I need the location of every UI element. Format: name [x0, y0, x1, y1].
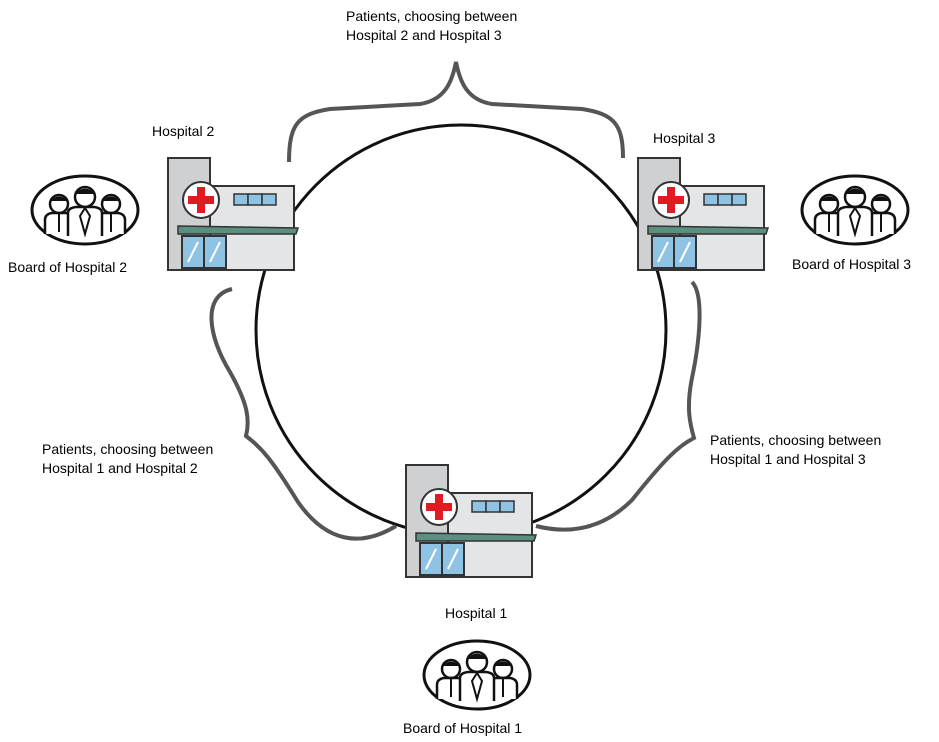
- patients-label-left: Patients, choosing between Hospital 1 an…: [42, 440, 213, 478]
- hospital-3-building-icon: [637, 157, 769, 271]
- board-of-hospital-1-icon: [422, 639, 532, 711]
- patients-brace-right: [535, 280, 702, 532]
- hospital-3-label: Hospital 3: [653, 130, 716, 146]
- board-of-hospital-3-label: Board of Hospital 3: [792, 256, 912, 272]
- board-of-hospital-3-icon: [800, 174, 910, 246]
- market-circle: [254, 123, 668, 537]
- patients-label-left-line2: Hospital 1 and Hospital 2: [42, 460, 198, 476]
- board-of-hospital-1-label: Board of Hospital 1: [403, 720, 523, 736]
- board-of-hospital-2-icon: [30, 174, 140, 246]
- patients-label-top-line1: Patients, choosing between: [346, 8, 518, 24]
- patients-brace-top: [287, 61, 625, 163]
- hospital-2-label: Hospital 2: [152, 123, 215, 139]
- patients-brace-left: [209, 287, 398, 541]
- patients-label-top-line2: Hospital 2 and Hospital 3: [346, 27, 502, 43]
- hospital-2-building-icon: [167, 157, 299, 271]
- patients-label-right-line1: Patients, choosing between: [710, 432, 882, 448]
- patients-label-left-line1: Patients, choosing between: [42, 441, 214, 457]
- patients-label-top: Patients, choosing between Hospital 2 an…: [346, 7, 517, 45]
- board-of-hospital-2-label: Board of Hospital 2: [8, 259, 128, 275]
- hospital-1-building-icon: [405, 464, 537, 578]
- patients-label-right: Patients, choosing between Hospital 1 an…: [710, 431, 881, 469]
- hospital-1-label: Hospital 1: [445, 605, 508, 621]
- patients-label-right-line2: Hospital 1 and Hospital 3: [710, 451, 866, 467]
